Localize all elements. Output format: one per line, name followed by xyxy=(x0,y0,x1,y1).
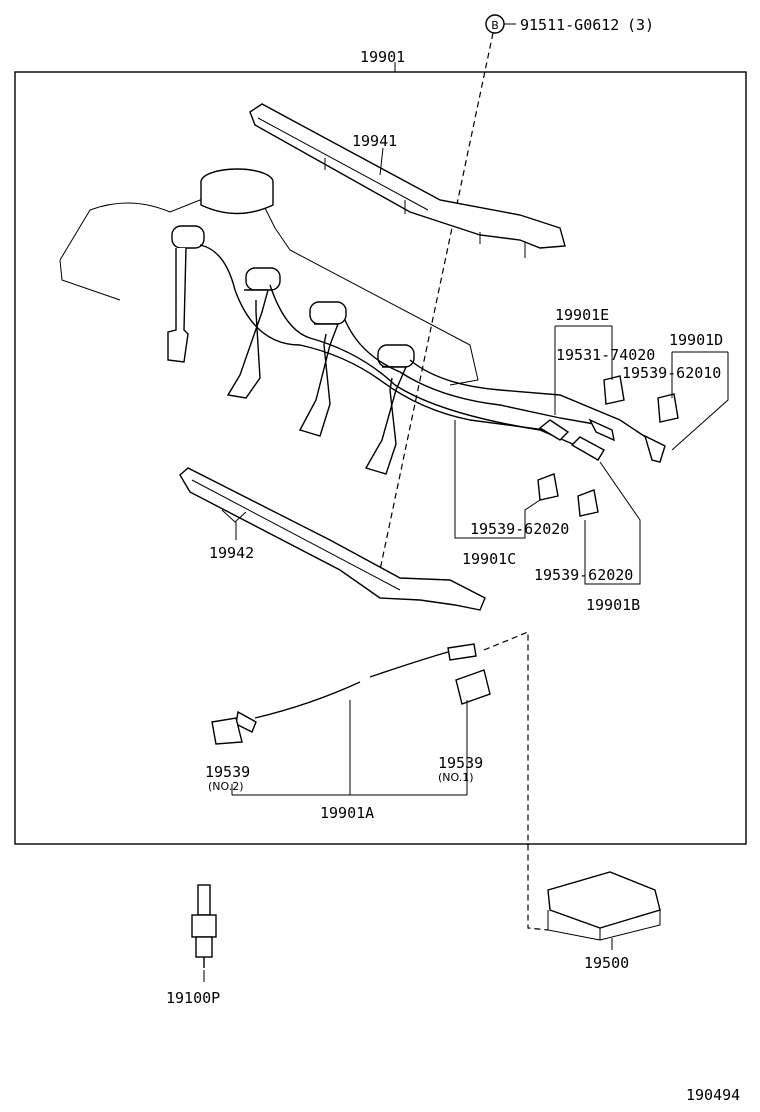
bolt-part-number: 91511-G0612 xyxy=(520,16,619,34)
cord-d-terminal xyxy=(643,434,666,463)
label-cord-a-no2: 19539 xyxy=(205,763,250,781)
cord-c-bracket xyxy=(454,420,541,539)
label-cord-b: 19901B xyxy=(586,596,640,614)
holder-19539-62010 xyxy=(657,393,679,423)
upper-cord-cover xyxy=(249,103,566,258)
lower-clamp-rib xyxy=(191,479,401,591)
cord-line-1 xyxy=(199,244,561,433)
cord-a-assembly xyxy=(211,631,549,931)
plug-boot-2 xyxy=(226,267,281,399)
lower-cord-clamp xyxy=(179,467,486,611)
plug-boot-4 xyxy=(364,344,415,475)
assembly-frame xyxy=(14,71,747,845)
lower-clamp-tab xyxy=(221,509,247,523)
plug-boot-3 xyxy=(298,301,347,437)
label-cord-a-no1: 19539 xyxy=(438,754,483,772)
label-upper-cover: 19941 xyxy=(352,132,397,150)
holder-cord-c xyxy=(537,473,559,501)
cord-e-bracket xyxy=(554,325,613,415)
label-cord-a-no2-sub: (NO.2) xyxy=(208,780,244,793)
label-spark-plug: 19100P xyxy=(166,989,220,1007)
coil-front xyxy=(599,910,661,941)
bolt-callout: B 91511-G0612 (3) xyxy=(379,14,654,571)
cord-bundle xyxy=(199,244,666,463)
label-coil: 19500 xyxy=(584,954,629,972)
label-lower-clamp: 19942 xyxy=(209,544,254,562)
label-diagram-code: 190494 xyxy=(686,1086,740,1104)
label-cord-b-holder: 19539-62020 xyxy=(534,566,633,584)
plug-boot-1 xyxy=(167,225,205,363)
ignition-coil xyxy=(547,871,661,950)
coil-body xyxy=(547,871,661,929)
cord-b-terminal xyxy=(570,436,605,461)
holder-cord-b xyxy=(577,489,599,517)
cord-a-upper-run xyxy=(369,651,449,678)
bolt-quantity: (3) xyxy=(627,16,654,34)
label-cord-e-holder: 19531-74020 xyxy=(556,346,655,364)
upper-cover-body xyxy=(249,103,566,249)
coil-side xyxy=(547,910,601,941)
cord-line-2 xyxy=(269,284,576,446)
cord-a-terminal-upper xyxy=(447,643,477,661)
boot-1-cap xyxy=(171,225,205,249)
label-cord-a: 19901A xyxy=(320,804,374,822)
spark-plug-thread xyxy=(195,936,213,958)
engine-block-edge xyxy=(59,199,479,386)
spark-plug-hex xyxy=(191,914,217,938)
label-cord-a-no1-sub: (NO.1) xyxy=(438,771,474,784)
bolt-symbol: B xyxy=(491,19,499,32)
holder-19531-74020 xyxy=(603,375,625,405)
boot-3-cap xyxy=(309,301,347,325)
upper-cover-tabs xyxy=(324,158,526,258)
oil-cap-body xyxy=(200,182,274,215)
upper-cover-rib xyxy=(257,117,429,211)
cord-line-4 xyxy=(409,359,651,441)
cord-e-terminal xyxy=(588,418,615,442)
label-cord-d-holder: 19539-62010 xyxy=(622,364,721,382)
label-cord-d: 19901D xyxy=(669,331,723,349)
cord-a-lower-run xyxy=(254,681,361,719)
spark-plug xyxy=(191,884,217,982)
lower-clamp-body xyxy=(179,467,486,611)
spark-plug-insulator xyxy=(197,884,211,916)
holder-no2 xyxy=(211,717,243,745)
callout-brackets xyxy=(454,325,729,585)
cord-line-3 xyxy=(344,319,601,426)
boot-2-cap xyxy=(245,267,281,291)
label-cord-e: 19901E xyxy=(555,306,609,324)
label-cord-c-holder: 19539-62020 xyxy=(470,520,569,538)
bolt-dashed-leader xyxy=(379,32,494,571)
cord-a-bracket xyxy=(231,700,468,796)
cord-d-bracket xyxy=(671,351,729,451)
label-cord-c: 19901C xyxy=(462,550,516,568)
coil-dashed-leader xyxy=(483,631,549,931)
boot-4-tube xyxy=(364,366,408,475)
cord-c-terminal xyxy=(538,419,570,441)
boot-1-tube xyxy=(167,247,189,363)
engine-head-outline xyxy=(59,168,479,386)
boot-2-tube xyxy=(226,289,269,399)
cord-b-bracket xyxy=(584,461,641,585)
holder-no1 xyxy=(455,669,491,705)
upper-cover-leader xyxy=(379,147,384,176)
label-main-set: 19901 xyxy=(360,48,405,66)
engine-block-lower-edge xyxy=(59,259,121,301)
boot-3-tube xyxy=(298,323,340,437)
